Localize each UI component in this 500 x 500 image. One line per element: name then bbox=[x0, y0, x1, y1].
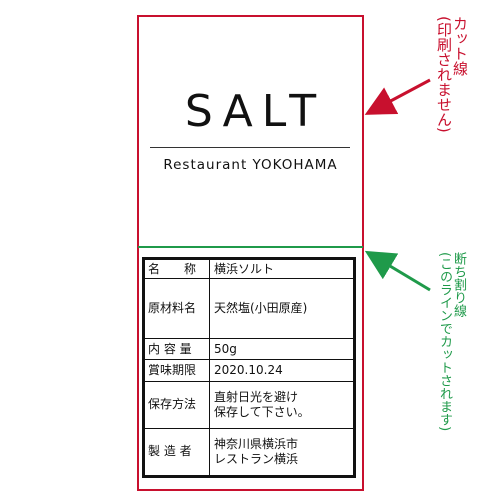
label-row-ingredients: 原材料名 天然塩(小田原産) bbox=[143, 278, 355, 340]
perforation-line-note: 断ち割り線 (このラインでカットされます) bbox=[437, 252, 466, 432]
label-row-name: 名 称 横浜ソルト bbox=[143, 257, 355, 280]
label-value-line: 直射日光を避け bbox=[214, 389, 299, 404]
label-value: 2020.10.24 bbox=[209, 359, 355, 382]
brand-name: SALT bbox=[184, 86, 326, 137]
label-key: 原材料名 bbox=[143, 278, 210, 340]
cut-line-frame bbox=[137, 15, 364, 491]
perforation-line bbox=[138, 246, 363, 248]
label-value-line: 神奈川県横浜市 bbox=[214, 436, 299, 451]
label-value: 直射日光を避け 保存して下さい。 bbox=[209, 380, 355, 429]
label-row-manufacturer: 製 造 者 神奈川県横浜市 レストラン横浜 bbox=[143, 427, 355, 478]
label-key: 製 造 者 bbox=[143, 427, 210, 478]
label-value: 横浜ソルト bbox=[209, 257, 355, 280]
label-value: 神奈川県横浜市 レストラン横浜 bbox=[209, 427, 355, 478]
label-value-line: レストラン横浜 bbox=[214, 451, 299, 466]
label-key: 賞味期限 bbox=[143, 359, 210, 382]
brand-subtitle: Restaurant YOKOHAMA bbox=[163, 157, 338, 173]
label-key: 名 称 bbox=[143, 257, 210, 280]
label-value-line: 保存して下さい。 bbox=[214, 404, 310, 419]
label-row-best-before: 賞味期限 2020.10.24 bbox=[143, 359, 355, 382]
perforation-arrow bbox=[364, 250, 431, 292]
label-value: 天然塩(小田原産) bbox=[209, 278, 355, 340]
cut-line-arrow bbox=[364, 78, 431, 115]
food-label-table: 名 称 横浜ソルト 原材料名 天然塩(小田原産) 内 容 量 50g 賞味期限 … bbox=[142, 257, 356, 478]
brand-divider bbox=[150, 147, 350, 148]
label-row-storage: 保存方法 直射日光を避け 保存して下さい。 bbox=[143, 380, 355, 429]
cut-line-note: カット線 (印刷されません) bbox=[435, 16, 469, 133]
label-key: 保存方法 bbox=[143, 380, 210, 429]
